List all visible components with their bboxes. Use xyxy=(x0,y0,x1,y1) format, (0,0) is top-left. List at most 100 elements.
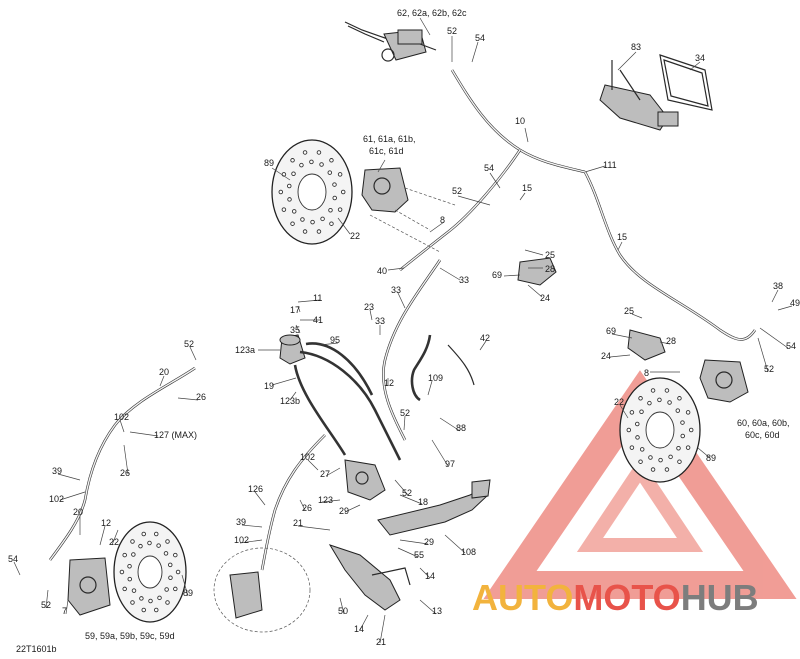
rear-master-cylinder xyxy=(344,459,386,501)
disc-hole xyxy=(647,400,652,406)
callout-l28: 33 xyxy=(375,316,385,326)
leader-line-19 xyxy=(503,274,521,277)
leader-line-27 xyxy=(771,289,779,303)
leader-line-57 xyxy=(325,467,341,477)
callout-l16: 15 xyxy=(617,232,627,242)
disc-hole xyxy=(680,420,685,425)
callout-l73: 29 xyxy=(424,537,434,547)
disc-hole xyxy=(130,539,135,544)
callout-l6: 10 xyxy=(515,116,525,126)
leader-line-52 xyxy=(123,444,129,475)
callout-l81: 7 xyxy=(62,606,67,616)
callout-l31: 25 xyxy=(624,306,634,316)
disc-hole xyxy=(639,409,644,415)
disc-hole xyxy=(337,172,343,177)
callout-l22: 24 xyxy=(540,293,550,303)
leader-line-46 xyxy=(177,397,199,401)
leader-line-82 xyxy=(379,614,386,644)
pedal-bracket xyxy=(328,544,411,611)
disc-hole xyxy=(337,207,343,212)
disc-hole xyxy=(639,447,645,452)
callout-l33: 95 xyxy=(330,335,340,345)
callout-l36: 28 xyxy=(666,336,676,346)
watermark-auto: AUTO xyxy=(472,577,573,618)
disc-hole xyxy=(340,189,346,195)
leader-line-42 xyxy=(427,380,433,396)
leader-line-63 xyxy=(299,499,306,511)
callout-l21: 69 xyxy=(492,270,502,280)
disc-hole xyxy=(629,445,635,450)
leader-line-35 xyxy=(759,327,789,349)
leader-line-30 xyxy=(295,324,301,334)
disc-hole xyxy=(167,562,173,568)
disc-hole xyxy=(291,209,297,214)
disc-hole xyxy=(638,396,643,401)
callout-l17: 25 xyxy=(545,250,555,260)
callout-l51: 88 xyxy=(456,423,466,433)
leader-line-79 xyxy=(339,597,345,615)
callout-l11: 54 xyxy=(484,163,494,173)
callout-l30: 49 xyxy=(790,298,800,308)
disc-hole xyxy=(127,563,132,569)
watermark-moto: MOTO xyxy=(573,577,680,618)
callout-l32: 35 xyxy=(290,325,300,335)
disc-hole xyxy=(680,433,685,439)
callout-l70: 12 xyxy=(101,518,111,528)
disc-hole xyxy=(290,221,295,226)
disc-hole xyxy=(667,400,672,405)
leader-line-6 xyxy=(584,165,606,173)
leader-line-33 xyxy=(611,333,633,339)
callout-l63: 102 xyxy=(49,494,64,504)
disc-hole xyxy=(287,183,292,189)
disc-hole xyxy=(658,457,663,463)
leader-line-28 xyxy=(777,305,793,311)
disc-hole xyxy=(327,170,333,175)
leader-line-78 xyxy=(181,574,189,597)
disc-hole xyxy=(153,531,159,537)
leader-line-60 xyxy=(254,491,266,506)
callout-l34: 42 xyxy=(480,333,490,343)
leader-line-71 xyxy=(239,539,263,544)
callout-l68: 20 xyxy=(73,507,83,517)
disc-hole xyxy=(175,569,181,575)
leader-line-81 xyxy=(359,614,369,631)
callout-l47: 20 xyxy=(159,367,169,377)
leader-line-18 xyxy=(439,267,461,281)
callout-l65: 123 xyxy=(318,495,333,505)
disc-hole xyxy=(650,467,656,472)
watermark-logo xyxy=(483,370,797,599)
rear-reservoir xyxy=(279,334,402,461)
leader-line-48 xyxy=(403,415,406,431)
leader-line-10 xyxy=(519,192,526,201)
leader-line-21 xyxy=(397,292,406,309)
front-right-caliper xyxy=(699,359,749,403)
disc-hole xyxy=(131,588,137,593)
callout-l49: 22 xyxy=(614,397,624,407)
callout-l71: 39 xyxy=(236,517,246,527)
leader-line-62 xyxy=(399,494,423,505)
callout-l79: 14 xyxy=(425,571,435,581)
callout-l25: 17 xyxy=(290,305,300,315)
leader-line-68 xyxy=(297,525,331,531)
disc-hole xyxy=(675,408,681,413)
disc-hole xyxy=(299,162,304,168)
callout-l1: 62, 62a, 62b, 62c xyxy=(397,8,467,18)
disc-hole xyxy=(629,410,635,415)
callout-l60: 39 xyxy=(52,466,62,476)
callout-l39: 123a xyxy=(235,345,255,355)
leader-line-23 xyxy=(297,305,301,313)
callout-l9: 61c, 61d xyxy=(369,146,404,156)
leader-line-73 xyxy=(397,547,419,558)
callout-l80: 52 xyxy=(41,600,51,610)
bracket-69-upper xyxy=(517,257,557,286)
callout-l86: 59, 59a, 59b, 59c, 59d xyxy=(85,631,175,641)
callout-l87: 21 xyxy=(376,637,386,647)
leader-line-7 xyxy=(377,159,386,173)
callout-l18: 28 xyxy=(545,264,555,274)
front-left-caliper xyxy=(361,167,456,253)
abs-bracket xyxy=(599,54,713,131)
disc-hole xyxy=(319,162,324,167)
callout-l83: 50 xyxy=(338,606,348,616)
